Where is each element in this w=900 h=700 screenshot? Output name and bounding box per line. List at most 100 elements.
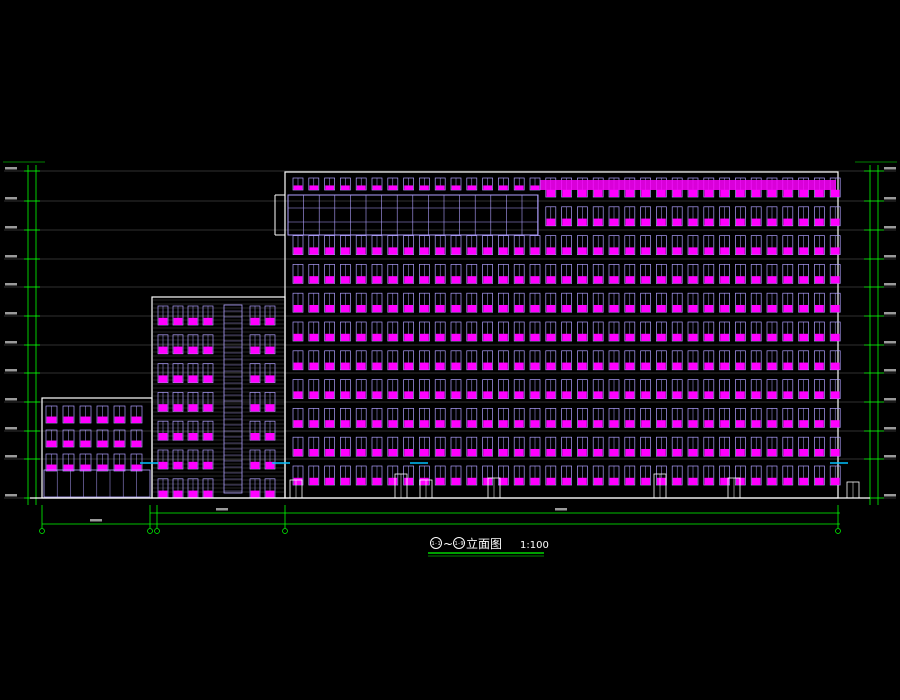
window-spandrel — [578, 420, 587, 428]
window-spandrel — [767, 189, 777, 197]
window-spandrel — [578, 247, 587, 255]
window-spandrel — [356, 247, 366, 255]
window-spandrel — [372, 391, 382, 399]
window-spandrel — [751, 247, 761, 255]
window-spandrel — [688, 477, 698, 485]
window-spandrel — [783, 218, 793, 226]
window-spandrel — [688, 189, 698, 197]
window-spandrel — [783, 189, 793, 197]
window-spandrel — [265, 490, 275, 498]
window-spandrel — [188, 317, 198, 325]
window-spandrel — [420, 362, 429, 370]
window-spandrel — [736, 333, 745, 341]
window-spandrel — [672, 420, 682, 428]
window-spandrel — [483, 276, 492, 284]
window-spandrel — [688, 276, 698, 284]
window-spandrel — [609, 218, 619, 226]
window-spandrel — [688, 362, 698, 370]
window-spandrel — [609, 276, 619, 284]
window-spandrel — [578, 391, 587, 399]
window-spandrel — [783, 448, 793, 457]
window-spandrel — [830, 304, 840, 313]
window-spandrel — [593, 189, 603, 197]
window-spandrel — [467, 477, 477, 485]
window-spandrel — [657, 304, 666, 313]
window-spandrel — [356, 185, 366, 190]
window-spandrel — [293, 448, 303, 457]
window-spandrel — [815, 247, 824, 255]
window-spandrel — [546, 247, 556, 255]
window-spandrel — [514, 448, 524, 457]
window-spandrel — [158, 461, 168, 469]
window-spandrel — [530, 276, 540, 284]
window-spandrel — [451, 477, 461, 485]
level-label — [5, 455, 17, 458]
window-spandrel — [388, 362, 398, 370]
axis-bubble — [39, 528, 45, 534]
window-spandrel — [451, 391, 461, 399]
window-spandrel — [625, 247, 635, 255]
window-spandrel — [736, 247, 745, 255]
window-spandrel — [704, 333, 714, 341]
window-spandrel — [720, 218, 729, 226]
window-spandrel — [203, 375, 213, 383]
window-spandrel — [767, 218, 777, 226]
window-spandrel — [173, 317, 183, 325]
window-spandrel — [404, 276, 413, 284]
window-spandrel — [767, 420, 777, 428]
level-label — [5, 197, 17, 200]
window-spandrel — [672, 391, 682, 399]
window-spandrel — [188, 346, 198, 354]
level-label — [5, 494, 17, 497]
window-spandrel — [404, 304, 413, 313]
window-spandrel — [131, 416, 142, 423]
window-spandrel — [356, 304, 366, 313]
window-spandrel — [530, 304, 540, 313]
window-spandrel — [309, 448, 319, 457]
window-spandrel — [625, 391, 635, 399]
window-spandrel — [63, 464, 74, 471]
level-label — [5, 398, 17, 401]
window-spandrel — [530, 185, 540, 190]
window-spandrel — [435, 276, 445, 284]
window-spandrel — [514, 276, 524, 284]
window-spandrel — [609, 391, 619, 399]
window-spandrel — [325, 477, 334, 485]
window-spandrel — [767, 247, 777, 255]
window-spandrel — [578, 448, 587, 457]
window-spandrel — [799, 362, 808, 370]
window-spandrel — [435, 420, 445, 428]
window-spandrel — [309, 333, 319, 341]
window-spandrel — [546, 391, 556, 399]
window-spandrel — [341, 304, 350, 313]
window-spandrel — [372, 247, 382, 255]
window-spandrel — [173, 432, 183, 441]
window-spandrel — [309, 420, 319, 428]
window-spandrel — [783, 247, 793, 255]
window-spandrel — [688, 448, 698, 457]
window-spandrel — [293, 304, 303, 313]
window-spandrel — [657, 362, 666, 370]
window-spandrel — [815, 189, 824, 197]
window-spandrel — [404, 185, 413, 190]
window-spandrel — [467, 420, 477, 428]
level-label — [884, 312, 896, 315]
window-spandrel — [293, 420, 303, 428]
window-spandrel — [625, 420, 635, 428]
window-spandrel — [720, 247, 729, 255]
window-spandrel — [341, 276, 350, 284]
window-spandrel — [657, 189, 666, 197]
window-spandrel — [404, 477, 413, 485]
window-spandrel — [435, 247, 445, 255]
main-tower-block — [274, 171, 841, 499]
window-spandrel — [830, 391, 840, 399]
level-label — [884, 255, 896, 258]
window-spandrel — [499, 185, 508, 190]
window-spandrel — [625, 189, 635, 197]
window-spandrel — [451, 448, 461, 457]
window-spandrel — [688, 420, 698, 428]
window-spandrel — [341, 448, 350, 457]
window-spandrel — [80, 416, 91, 423]
window-spandrel — [203, 346, 213, 354]
window-spandrel — [451, 185, 461, 190]
